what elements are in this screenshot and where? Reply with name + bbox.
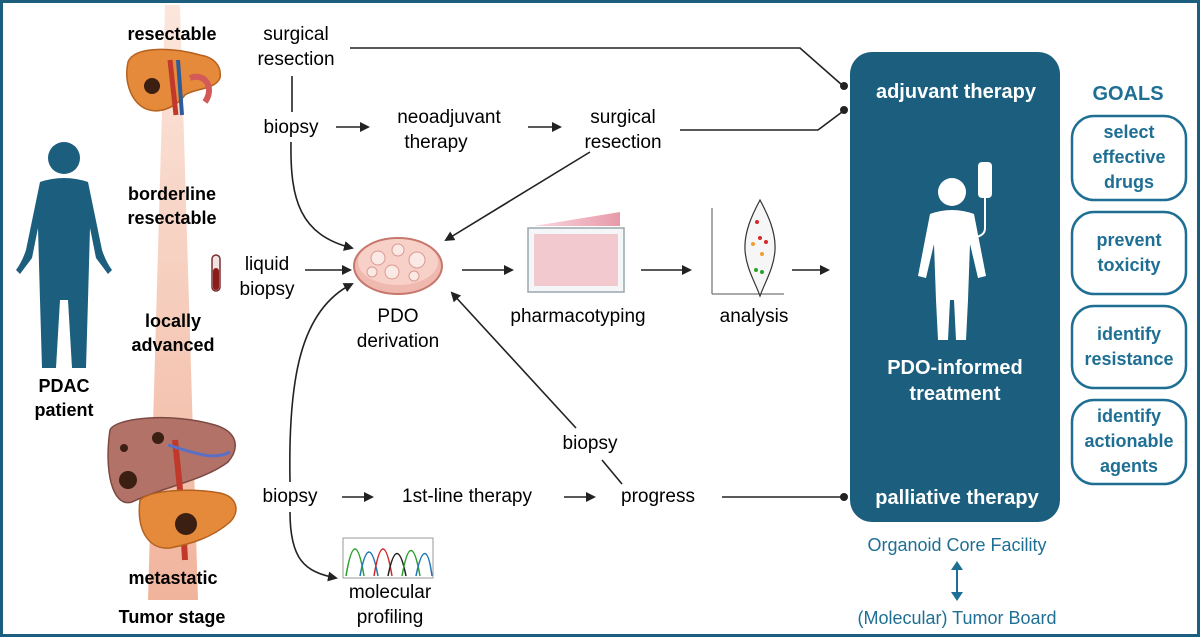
goal-4-line1: identify [1097, 406, 1161, 426]
sequencing-chromatogram-icon [342, 537, 434, 579]
borderline-biopsy: biopsy [264, 117, 319, 138]
pancreas-icon [126, 48, 221, 116]
violin-plot-icon [711, 198, 784, 298]
stage-metastatic: metastatic [128, 568, 217, 588]
arrow-rebiopsy-to-pdo [450, 291, 577, 429]
drug-plate-icon [527, 212, 625, 293]
neoadjuvant-2: therapy [404, 132, 468, 153]
first-line-therapy: 1st-line therapy [402, 486, 532, 507]
analysis-label: analysis [720, 306, 789, 327]
arrow-resection-to-pdo [444, 151, 591, 242]
arrow-biopsy-to-molecular [289, 511, 338, 582]
pdo-informed-label-2: treatment [909, 383, 1000, 405]
organoid-dish-icon [353, 237, 443, 295]
adjuvant-therapy-label: adjuvant therapy [876, 81, 1037, 103]
tumor-stage-label: Tumor stage [119, 607, 226, 627]
pdo-label-1: PDO [377, 306, 418, 327]
goal-card-prevent: prevent toxicity [1070, 210, 1188, 296]
goal-4-line3: agents [1100, 456, 1158, 476]
arrow-biopsy-to-pdo [290, 141, 354, 251]
goal-3-line1: identify [1097, 324, 1161, 344]
stage-locally-1: locally [145, 311, 201, 331]
liver-metastasis-icon [107, 416, 237, 561]
goal-3-line2: resistance [1084, 349, 1173, 369]
metastatic-biopsy: biopsy [263, 486, 318, 507]
goal-4-line2: actionable [1084, 431, 1173, 451]
arrow-resection-to-adjuvant-2 [680, 111, 843, 131]
borderline-surgical-2: resection [584, 132, 661, 153]
goal-2-line2: toxicity [1097, 255, 1160, 275]
pdo-label-2: derivation [357, 331, 439, 352]
organoid-core-facility: Organoid Core Facility [867, 535, 1046, 555]
progress-label: progress [621, 486, 695, 507]
stage-borderline-1: borderline [128, 184, 216, 204]
rebiopsy-label: biopsy [563, 433, 618, 454]
goal-card-select: select effective drugs [1070, 114, 1188, 202]
resectable-surgical-1: surgical [263, 24, 328, 45]
goal-1-line1: select [1103, 122, 1154, 142]
arrow-up-head [951, 561, 963, 570]
patient-label-1: PDAC [38, 376, 89, 396]
goal-card-actionable: identify actionable agents [1070, 398, 1188, 486]
arrow-resection-to-adjuvant [350, 47, 843, 86]
palliative-therapy-label: palliative therapy [875, 487, 1039, 509]
patient-silhouette-icon [16, 142, 112, 368]
liquid-biopsy-1: liquid [245, 254, 289, 275]
molecular-profiling-2: profiling [357, 607, 424, 628]
pharmacotyping-label: pharmacotyping [510, 306, 645, 327]
blood-tube-icon [211, 254, 221, 292]
resectable-surgical-2: resection [257, 49, 334, 70]
borderline-surgical-1: surgical [590, 107, 655, 128]
patient-label-2: patient [34, 400, 93, 420]
tumor-board: (Molecular) Tumor Board [857, 608, 1056, 628]
pdo-informed-label-1: PDO-informed [887, 357, 1023, 379]
patient-iv-infusion-icon [918, 162, 992, 340]
stage-resectable: resectable [127, 24, 216, 44]
molecular-profiling-1: molecular [349, 582, 432, 603]
stage-locally-2: advanced [131, 335, 214, 355]
goals-title: GOALS [1092, 83, 1163, 105]
line-progress-to-rebiopsy [601, 459, 623, 485]
goal-2-line1: prevent [1096, 230, 1161, 250]
stage-borderline-2: resectable [127, 208, 216, 228]
arrow-down-head [951, 592, 963, 601]
neoadjuvant-1: neoadjuvant [397, 107, 501, 128]
arrow-biopsy-up-to-pdo [288, 283, 354, 483]
goal-card-resistance: identify resistance [1070, 304, 1188, 390]
goal-1-line3: drugs [1104, 172, 1154, 192]
liquid-biopsy-2: biopsy [240, 279, 295, 300]
goal-1-line2: effective [1092, 147, 1165, 167]
